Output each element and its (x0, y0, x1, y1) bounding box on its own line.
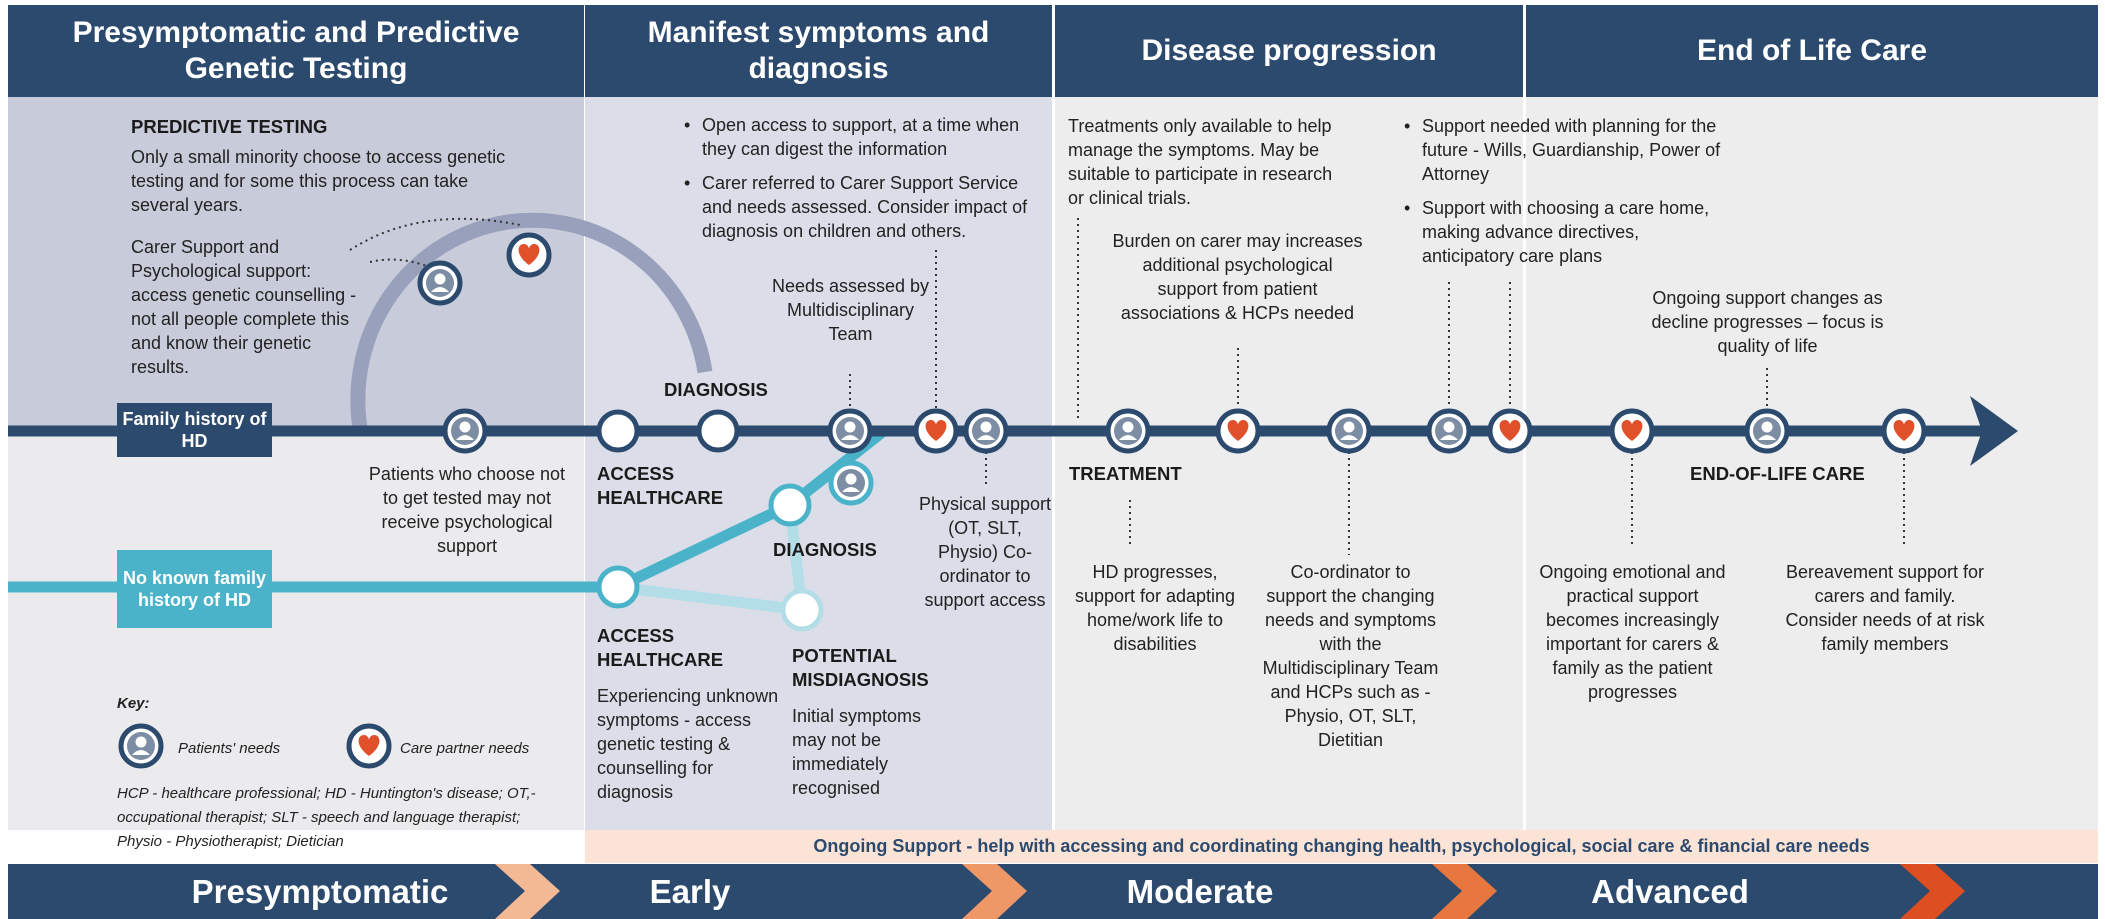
patient-needs-icon (1108, 411, 1148, 451)
teal-diagonal (615, 500, 793, 592)
predictive-testing-body: Only a small minority choose to access g… (131, 147, 506, 215)
care-partner-icon (509, 235, 549, 275)
emotional-support-text: Ongoing emotional and practical support … (1539, 562, 1726, 702)
header-progression: Disease progression (1055, 5, 1523, 97)
physical-support-text: Physical support (OT, SLT, Physio) Co-or… (918, 494, 1052, 610)
diagnosis-top-label: DIAGNOSIS (664, 379, 768, 400)
patient-needs-icon (445, 411, 485, 451)
ongoing-changes-text: Ongoing support changes as decline progr… (1651, 288, 1884, 356)
misdiagnosis-node (780, 588, 824, 632)
key-patients-label: Patients' needs (178, 740, 281, 757)
predictive-testing-title: PREDICTIVE TESTING (131, 116, 328, 137)
dotted-connector (349, 217, 521, 251)
access-healthcare-top-label: ACCESS HEALTHCARE (597, 463, 724, 508)
stage-presymptomatic: Presymptomatic (191, 872, 449, 910)
manifest-bullets: Open access to support, at a time when t… (682, 113, 1032, 253)
stage-footer (8, 864, 2098, 919)
predictive-testing-arc (350, 212, 713, 430)
misdiagnosis-body: Initial symptoms may not be immediately … (792, 706, 922, 798)
experiencing-text: Experiencing unknown symptoms - access g… (597, 686, 779, 802)
diagnosis-node (768, 483, 812, 527)
care-partner-icon (1218, 411, 1258, 451)
care-partner-icon (916, 411, 956, 451)
stage-moderate: Moderate (1126, 872, 1274, 910)
patient-needs-icon (966, 411, 1006, 451)
diagnosis-node (696, 409, 740, 453)
stage-chevron (1432, 864, 1497, 919)
misdiagnosis-branch (617, 581, 803, 616)
care-partner-icon (1884, 411, 1924, 451)
access-healthcare-node (596, 565, 640, 609)
care-partner-icon (1490, 411, 1530, 451)
treatments-text: Treatments only available to help manage… (1068, 116, 1333, 208)
end-of-life-bullet: Support needed with planning for the fut… (1402, 114, 1732, 186)
panel-presymptomatic-top (8, 92, 584, 430)
access-healthcare-node (596, 409, 640, 453)
stage-chevron (495, 864, 560, 919)
ongoing-support-bar: Ongoing Support - help with accessing an… (585, 830, 2098, 863)
header-presymptomatic: Presymptomatic and Predictive Genetic Te… (8, 5, 584, 97)
coordinator-text: Co-ordinator to support the changing nee… (1262, 562, 1439, 750)
tag-family-history: Family history of HD (117, 403, 272, 457)
key-patient-icon (121, 726, 161, 766)
patient-needs-icon (828, 460, 874, 506)
key-carer-icon (349, 726, 389, 766)
carer-support-text: Carer Support and Psychological support:… (131, 237, 357, 377)
misdiagnosis-title: POTENTIAL MISDIAGNOSIS (792, 645, 929, 690)
patient-needs-icon (1329, 411, 1369, 451)
tag-no-family-history: No known family history of HD (117, 550, 272, 628)
key-title: Key: (117, 695, 150, 712)
manifest-bullet: Open access to support, at a time when t… (682, 113, 1032, 161)
needs-assessed-text: Needs assessed by Multidisciplinary Team (771, 276, 930, 344)
no-test-text: Patients who choose not to get tested ma… (368, 464, 566, 556)
care-partner-icon (1612, 411, 1652, 451)
diagnosis-mid-label: DIAGNOSIS (773, 539, 877, 560)
header-end-of-life: End of Life Care (1526, 5, 2098, 97)
stage-chevron (962, 864, 1027, 919)
stage-chevron (1900, 864, 1965, 919)
header-manifest: Manifest symptoms and diagnosis (585, 5, 1052, 97)
end-of-life-label: END-OF-LIFE CARE (1690, 463, 1865, 484)
patient-needs-icon (1747, 411, 1787, 451)
end-of-life-bullets: Support needed with planning for the fut… (1402, 114, 1732, 278)
burden-text: Burden on carer may increases additional… (1112, 231, 1363, 323)
end-of-life-bullet: Support with choosing a care home, makin… (1402, 196, 1732, 268)
stage-advanced: Advanced (1591, 872, 1749, 910)
patient-needs-icon (420, 263, 460, 303)
key-abbreviations: HCP - healthcare professional; HD - Hunt… (117, 785, 536, 850)
patient-needs-icon (1429, 411, 1469, 451)
access-healthcare-bottom-label: ACCESS HEALTHCARE (597, 625, 724, 670)
key-carers-label: Care partner needs (400, 740, 530, 757)
stage-chevrons (495, 864, 1965, 919)
manifest-bullet: Carer referred to Carer Support Service … (682, 171, 1032, 243)
hd-progresses-text: HD progresses, support for adapting home… (1074, 562, 1236, 654)
patient-needs-icon (830, 411, 870, 451)
ongoing-support-text: Ongoing Support - help with accessing an… (813, 836, 1870, 856)
timeline-arrowhead (1970, 396, 2018, 466)
stage-early: Early (649, 872, 731, 910)
dotted-connector (369, 258, 433, 269)
treatment-label: TREATMENT (1069, 463, 1182, 484)
bereavement-text: Bereavement support for carers and famil… (1785, 562, 1985, 654)
